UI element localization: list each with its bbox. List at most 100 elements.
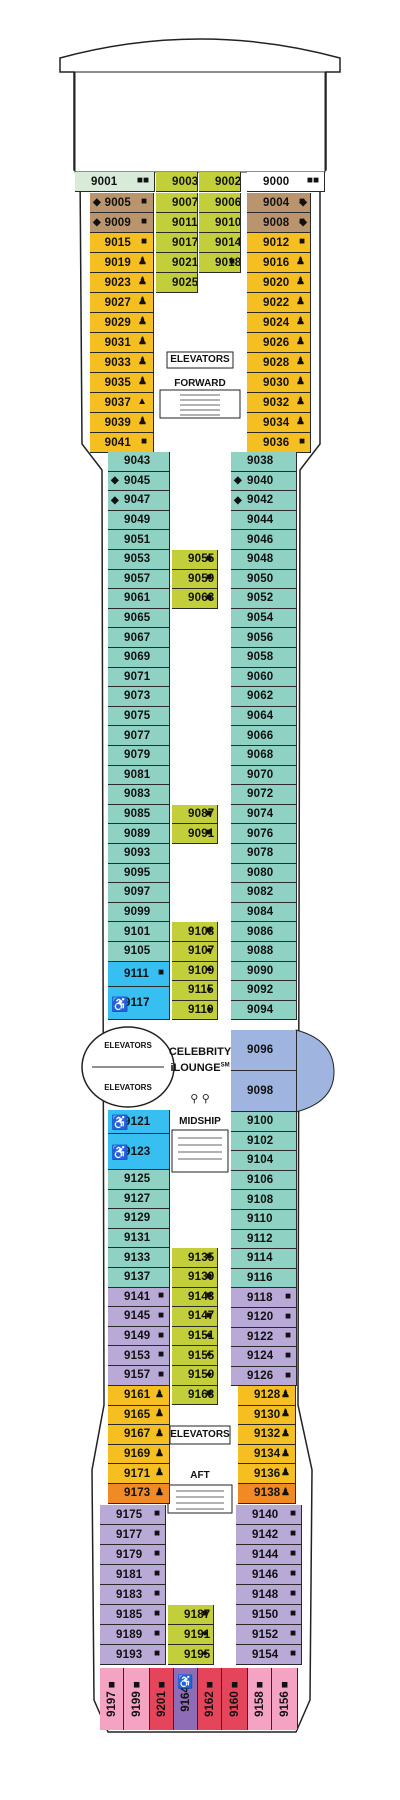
cabin-9096[interactable]: 9096	[231, 1030, 297, 1071]
cabin-9169[interactable]: 9169♟	[108, 1444, 170, 1465]
cabin-9141[interactable]: 9141■	[108, 1287, 170, 1308]
cabin-9058[interactable]: 9058	[231, 648, 297, 668]
cabin-9157[interactable]: 9157■	[108, 1366, 170, 1386]
cabin-9149[interactable]: 9149■	[108, 1326, 170, 1347]
cabin-9142[interactable]: 9142■	[236, 1525, 302, 1545]
cabin-9070[interactable]: 9070	[231, 765, 297, 786]
cabin-9000[interactable]: 9000■■	[247, 172, 325, 192]
cabin-9171[interactable]: 9171♟	[108, 1464, 170, 1484]
cabin-9060[interactable]: 9060	[231, 667, 297, 688]
cabin-9130[interactable]: 9130♟	[238, 1405, 296, 1426]
cabin-9109[interactable]: 9109●	[172, 961, 218, 982]
cabin-9084[interactable]: 9084	[231, 902, 297, 923]
cabin-9004[interactable]: 9004■◆	[247, 193, 311, 213]
cabin-9125[interactable]: 9125	[108, 1170, 170, 1190]
cabin-9073[interactable]: 9073	[108, 687, 170, 707]
cabin-9155[interactable]: 9155●	[172, 1346, 218, 1366]
cabin-9077[interactable]: 9077	[108, 726, 170, 746]
cabin-9154[interactable]: 9154■	[236, 1645, 302, 1665]
cabin-9144[interactable]: 9144■	[236, 1545, 302, 1565]
cabin-9159[interactable]: 9159●	[172, 1366, 218, 1386]
cabin-9112[interactable]: 9112	[231, 1229, 297, 1250]
cabin-9041[interactable]: 9041■	[90, 433, 154, 453]
cabin-9083[interactable]: 9083	[108, 785, 170, 805]
cabin-9121[interactable]: 9121♿	[108, 1110, 170, 1134]
cabin-9056[interactable]: 9056	[231, 628, 297, 648]
cabin-9010[interactable]: 9010	[199, 213, 241, 233]
cabin-9124[interactable]: 9124■	[231, 1347, 297, 1367]
cabin-9085[interactable]: 9085	[108, 804, 170, 825]
cabin-9131[interactable]: 9131	[108, 1228, 170, 1249]
cabin-9038[interactable]: 9038	[231, 452, 297, 472]
cabin-9114[interactable]: 9114	[231, 1249, 297, 1269]
cabin-9111[interactable]: 9111■	[108, 961, 170, 988]
cabin-9102[interactable]: 9102	[231, 1131, 297, 1152]
cabin-9045[interactable]: 9045◆	[108, 471, 170, 492]
cabin-9132[interactable]: 9132♟	[238, 1425, 296, 1445]
cabin-9015[interactable]: 9015■	[90, 233, 154, 253]
cabin-9181[interactable]: 9181■	[100, 1565, 166, 1585]
cabin-9071[interactable]: 9071	[108, 667, 170, 688]
cabin-9134[interactable]: 9134♟	[238, 1444, 296, 1465]
cabin-9064[interactable]: 9064	[231, 706, 297, 727]
cabin-9128[interactable]: 9128♟	[238, 1386, 296, 1406]
cabin-9076[interactable]: 9076	[231, 824, 297, 844]
cabin-9026[interactable]: 9026♟	[247, 333, 311, 353]
cabin-9051[interactable]: 9051	[108, 530, 170, 550]
cabin-9199[interactable]: 9199 ■	[124, 1668, 150, 1730]
cabin-9093[interactable]: 9093	[108, 844, 170, 864]
cabin-9187[interactable]: 9187■	[168, 1605, 214, 1625]
cabin-9153[interactable]: 9153■	[108, 1346, 170, 1366]
cabin-9057[interactable]: 9057	[108, 569, 170, 590]
cabin-9123[interactable]: 9123♿	[108, 1134, 170, 1170]
cabin-9048[interactable]: 9048	[231, 550, 297, 570]
cabin-9003[interactable]: 9003	[156, 172, 198, 192]
cabin-9143[interactable]: 9143■	[172, 1287, 218, 1308]
cabin-9063[interactable]: 9063■	[172, 589, 218, 609]
cabin-9023[interactable]: 9023♟	[90, 273, 154, 293]
cabin-9122[interactable]: 9122■	[231, 1327, 297, 1348]
cabin-9024[interactable]: 9024♟	[247, 313, 311, 333]
cabin-9037[interactable]: 9037▲	[90, 393, 154, 413]
cabin-9011[interactable]: 9011	[156, 213, 198, 233]
cabin-9061[interactable]: 9061	[108, 589, 170, 609]
cabin-9110[interactable]: 9110	[231, 1210, 297, 1230]
cabin-9079[interactable]: 9079	[108, 746, 170, 766]
cabin-9103[interactable]: 9103■	[172, 922, 218, 942]
cabin-9065[interactable]: 9065	[108, 608, 170, 629]
cabin-9098[interactable]: 9098	[231, 1071, 297, 1112]
cabin-9118[interactable]: 9118■	[231, 1288, 297, 1308]
cabin-9086[interactable]: 9086	[231, 922, 297, 942]
cabin-9081[interactable]: 9081	[108, 765, 170, 786]
cabin-9201[interactable]: 9201 ■	[150, 1668, 174, 1730]
cabin-9105[interactable]: 9105	[108, 942, 170, 962]
cabin-9052[interactable]: 9052	[231, 589, 297, 609]
cabin-9116[interactable]: 9116	[231, 1268, 297, 1289]
cabin-9075[interactable]: 9075	[108, 706, 170, 727]
cabin-9146[interactable]: 9146■	[236, 1565, 302, 1585]
cabin-9156[interactable]: 9156 ■	[272, 1668, 298, 1730]
cabin-9032[interactable]: 9032♟	[247, 393, 311, 413]
cabin-9160[interactable]: 9160 ■	[222, 1668, 248, 1730]
cabin-9150[interactable]: 9150■	[236, 1605, 302, 1625]
cabin-9078[interactable]: 9078	[231, 844, 297, 864]
cabin-9107[interactable]: 9107●	[172, 942, 218, 962]
cabin-9099[interactable]: 9099	[108, 902, 170, 923]
cabin-9108[interactable]: 9108	[231, 1190, 297, 1210]
cabin-9091[interactable]: 9091■	[172, 824, 218, 844]
cabin-9189[interactable]: 9189■	[100, 1625, 166, 1645]
cabin-9104[interactable]: 9104	[231, 1151, 297, 1171]
cabin-9040[interactable]: 9040◆	[231, 471, 297, 492]
cabin-9126[interactable]: 9126■	[231, 1366, 297, 1387]
cabin-9039[interactable]: 9039♟	[90, 413, 154, 433]
cabin-9009[interactable]: 9009■◆	[90, 213, 154, 233]
cabin-9092[interactable]: 9092	[231, 981, 297, 1001]
cabin-9173[interactable]: 9173♟	[108, 1484, 170, 1504]
cabin-9006[interactable]: 9006	[199, 193, 241, 213]
cabin-9034[interactable]: 9034♟	[247, 413, 311, 433]
cabin-9042[interactable]: 9042◆	[231, 491, 297, 511]
cabin-9106[interactable]: 9106	[231, 1170, 297, 1191]
cabin-9088[interactable]: 9088	[231, 942, 297, 962]
cabin-9044[interactable]: 9044	[231, 510, 297, 531]
cabin-9193[interactable]: 9193■	[100, 1645, 166, 1665]
